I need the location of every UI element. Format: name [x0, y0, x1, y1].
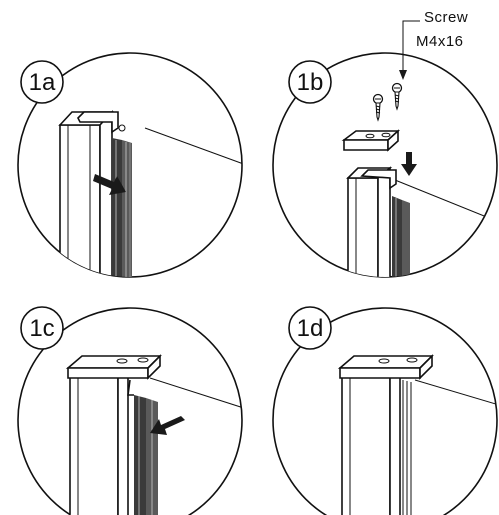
- panel-1b-illustration: [341, 129, 497, 277]
- panel-1a: 1a: [17, 52, 243, 278]
- down-arrow-icon: [401, 152, 417, 176]
- panel-1c: 1c: [17, 306, 243, 515]
- callout-screw-size: M4x16: [416, 33, 464, 50]
- insert-arrow-icon: [93, 174, 126, 195]
- panel-1a-illustration: [58, 109, 242, 277]
- step-badge-1b: 1b: [288, 60, 332, 104]
- panel-1d-illustration: [337, 354, 497, 515]
- screw-icon: [391, 82, 403, 111]
- step-label-1b: 1b: [297, 69, 324, 96]
- panel-1c-illustration: [65, 354, 242, 515]
- screw-icon: [372, 93, 384, 122]
- panel-1c-circle: [17, 307, 243, 515]
- callout-leader: [402, 20, 420, 72]
- step-label-1c: 1c: [29, 315, 54, 342]
- panel-1d-circle: [272, 307, 498, 515]
- panel-1d: 1d: [272, 306, 498, 515]
- step-label-1a: 1a: [29, 69, 56, 96]
- step-badge-1c: 1c: [20, 306, 64, 350]
- callout-screw-label: Screw: [424, 9, 468, 26]
- panel-1b: Screw M4x16 1b: [272, 9, 498, 278]
- step-badge-1a: 1a: [20, 60, 64, 104]
- step-label-1d: 1d: [297, 315, 324, 342]
- press-arrow-icon: [150, 416, 185, 435]
- step-badge-1d: 1d: [288, 306, 332, 350]
